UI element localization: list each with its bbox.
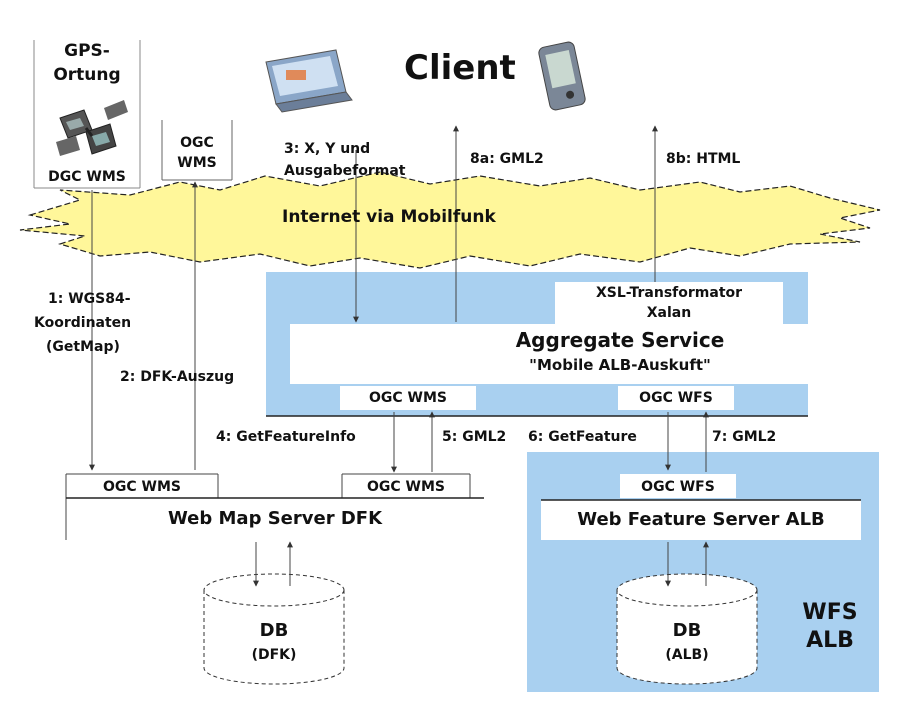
- xsl-transformator-line2: Xalan: [646, 305, 692, 321]
- wfs-alb-region-line1: WFS: [802, 600, 858, 625]
- ogc-wms-line2: WMS: [177, 155, 217, 171]
- xsl-transformator-line1: XSL-Transformator: [595, 285, 743, 301]
- gps-title-line2: Ortung: [53, 65, 121, 85]
- step3-label-line2: Ausgabeformat: [284, 163, 406, 179]
- step1-label-line3: (GetMap): [46, 339, 120, 355]
- step1-label-line2: Koordinaten: [34, 315, 132, 331]
- db-dfk-line2: (DFK): [251, 647, 297, 663]
- dgc-wms-label: DGC WMS: [48, 169, 126, 185]
- step3-label-line1: 3: X, Y und: [284, 141, 371, 157]
- step8b-label: 8b: HTML: [666, 151, 741, 167]
- step2-label: 2: DFK-Auszug: [120, 369, 235, 385]
- wfs-port-box: [620, 474, 736, 498]
- wms-server-port-right: OGC WMS: [367, 479, 445, 495]
- step1-label-line1: 1: WGS84-: [48, 291, 131, 307]
- satellite-icon: [56, 100, 128, 156]
- aggregate-service-subtitle: "Mobile ALB-Auskuft": [529, 356, 711, 374]
- wms-server-frame: [65, 473, 484, 540]
- wfs-server-title: Web Feature Server ALB: [577, 509, 825, 530]
- aggregate-wms-port-label: OGC WMS: [369, 390, 447, 406]
- aggregate-wfs-port-box: [618, 386, 734, 410]
- wms-server-port-left: OGC WMS: [103, 479, 181, 495]
- internet-label: Internet via Mobilfunk: [282, 207, 496, 227]
- flow-arrows: [89, 125, 709, 587]
- db-alb-line2: (ALB): [665, 647, 709, 663]
- step8a-label: 8a: GML2: [470, 151, 544, 167]
- db-dfk-cylinder: [203, 573, 345, 685]
- xsl-transformator-box: [555, 282, 783, 324]
- wfs-server-box: [541, 500, 861, 540]
- wfs-server-port-label: OGC WFS: [641, 479, 715, 495]
- ogc-wms-box: [161, 120, 233, 181]
- internet-cloud: [19, 171, 881, 269]
- laptop-icon: [265, 49, 353, 113]
- wms-server-title: Web Map Server DFK: [167, 508, 383, 529]
- wfs-alb-region-line2: ALB: [806, 628, 854, 653]
- step5-label: 5: GML2: [442, 429, 507, 445]
- db-alb-cylinder: [616, 573, 758, 685]
- step4-label: 4: GetFeatureInfo: [216, 429, 356, 445]
- ogc-wms-line1: OGC: [180, 135, 214, 151]
- pda-icon: [538, 41, 586, 111]
- client-title: Client: [404, 48, 516, 88]
- gps-title-line1: GPS-: [64, 41, 110, 61]
- aggregate-service-title: Aggregate Service: [515, 328, 725, 352]
- aggregate-service-box: [290, 324, 808, 384]
- aggregate-wfs-port-label: OGC WFS: [639, 390, 713, 406]
- aggregate-wms-port-box: [340, 386, 476, 410]
- step7-label: 7: GML2: [712, 429, 777, 445]
- db-alb-line1: DB: [672, 620, 702, 641]
- db-dfk-line1: DB: [259, 620, 289, 641]
- step6-label: 6: GetFeature: [528, 429, 637, 445]
- gps-box: [33, 40, 141, 189]
